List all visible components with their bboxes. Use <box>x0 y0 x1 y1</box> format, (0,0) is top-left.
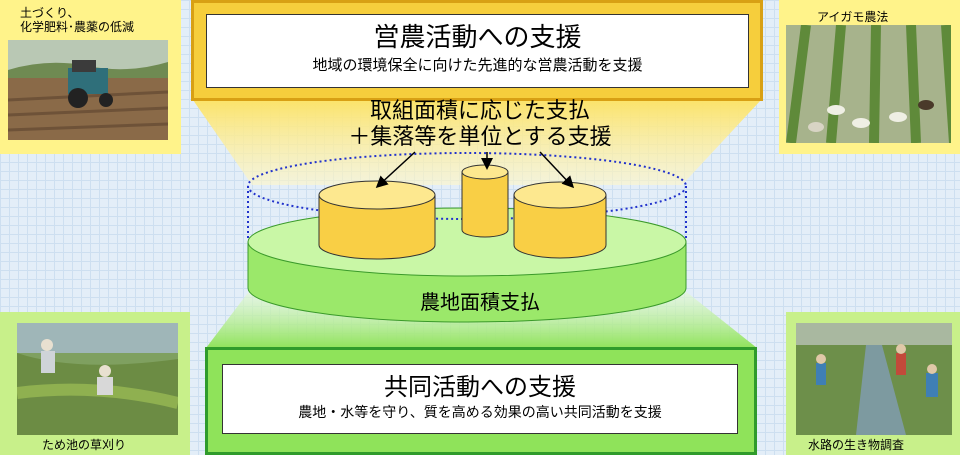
photo-caption-soil-line1: 土づくり、 <box>20 6 80 20</box>
base-payment-label: 農地面積支払 <box>420 290 540 314</box>
arrow-to-left-cylinder <box>375 151 416 189</box>
cylinder-left <box>318 180 436 260</box>
photo-caption-duck: アイガモ農法 <box>817 10 889 24</box>
pond-weeding-photo <box>17 323 178 435</box>
top-support-box: 営農活動への支援 地域の環境保全に向けた先進的な営農活動を支援 <box>206 14 749 88</box>
waterway-survey-photo <box>796 323 952 435</box>
arrow-to-right-cylinder <box>539 151 575 189</box>
tractor-photo <box>8 40 168 140</box>
duck-paddy-photo <box>786 25 951 143</box>
bottom-support-subtitle: 農地・水等を守り、質を高める効果の高い共同活動を支援 <box>298 405 662 421</box>
bottom-support-box: 共同活動への支援 農地・水等を守り、質を高める効果の高い共同活動を支援 <box>222 364 738 434</box>
payment-description: 取組面積に応じた支払 ＋集落等を単位とする支援 <box>330 99 630 151</box>
photo-caption-pond: ため池の草刈り <box>42 438 127 452</box>
cylinder-right <box>513 181 607 259</box>
bottom-support-title: 共同活動への支援 <box>384 373 576 401</box>
payment-description-line2: ＋集落等を単位とする支援 <box>348 125 612 150</box>
top-support-subtitle: 地域の環境保全に向けた先進的な営農活動を支援 <box>312 56 643 74</box>
yellow-beam <box>193 100 761 185</box>
payment-description-line1: 取組面積に応じた支払 <box>369 99 590 124</box>
top-support-title: 営農活動への支援 <box>373 23 582 53</box>
photo-caption-waterway: 水路の生き物調査 <box>808 438 905 452</box>
photo-caption-soil-line2: 化学肥料･農薬の低減 <box>20 20 135 34</box>
cylinder-middle <box>461 164 509 238</box>
